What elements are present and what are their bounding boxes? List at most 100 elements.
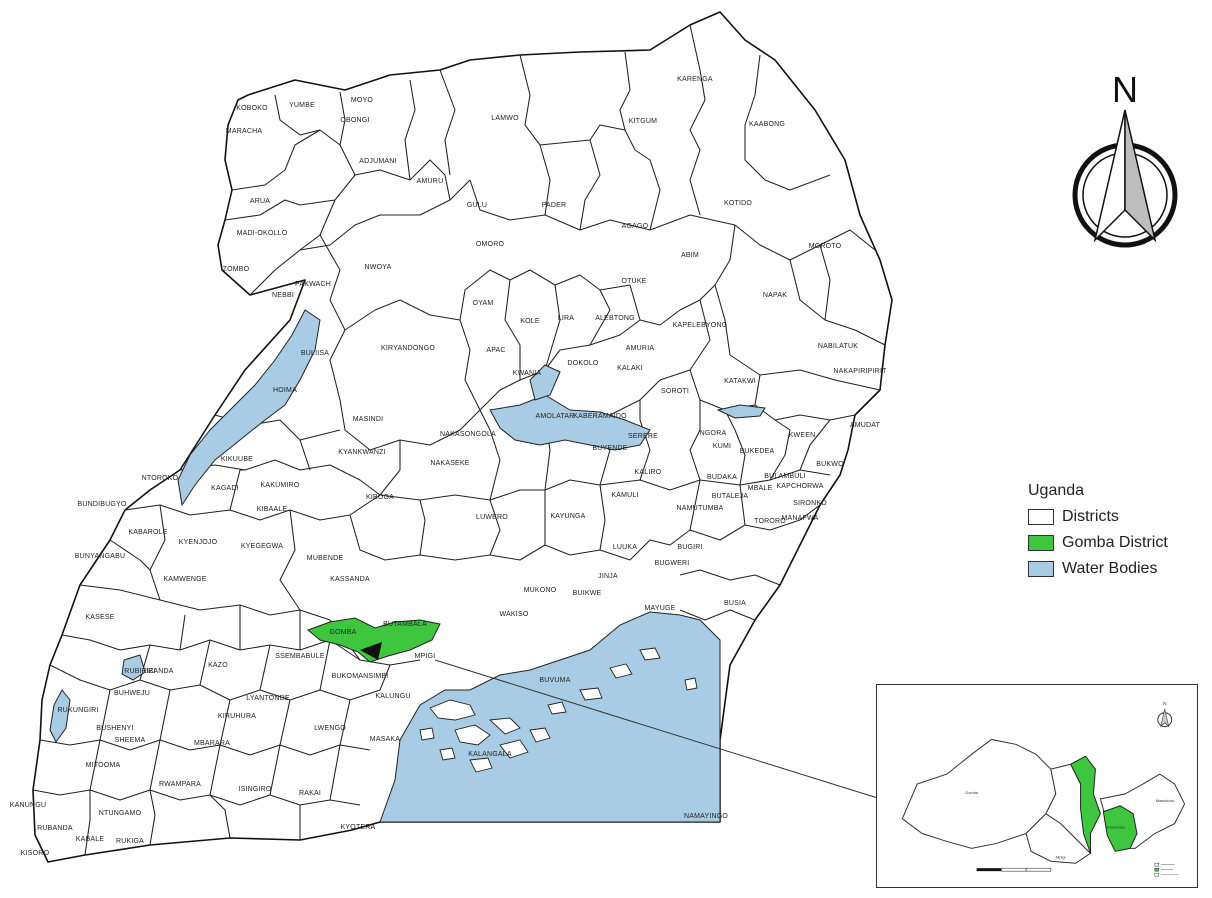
district-label: PAKWACH — [295, 281, 331, 288]
district-label: PADER — [542, 202, 567, 209]
lake-edward — [49, 689, 71, 743]
district-label: JINJA — [598, 573, 618, 580]
district-label: SERERE — [628, 433, 658, 440]
water-swatch — [1028, 561, 1054, 577]
district-label: YUMBE — [289, 102, 315, 109]
district-label: AMURU — [417, 178, 444, 185]
district-boundaries — [32, 24, 886, 856]
district-label: BUYENDE — [592, 445, 627, 452]
inset-label: Mawokota — [1156, 798, 1175, 803]
district-label: KOBOKO — [236, 105, 268, 112]
legend-item-districts: Districts — [1028, 504, 1208, 530]
district-label: KABERAMAIDO — [573, 413, 627, 420]
district-label: KASESE — [85, 614, 114, 621]
gomba-swatch — [1028, 535, 1054, 551]
district-label: MUBENDE — [307, 555, 344, 562]
district-label: RUKUNGIRI — [57, 707, 98, 714]
islands — [419, 647, 698, 773]
district-label: KALAKI — [617, 365, 643, 372]
district-label: BULAMBULI — [764, 473, 805, 480]
district-label: KWEEN — [789, 432, 816, 439]
district-label: KYENJOJO — [179, 539, 218, 546]
district-label: NAKAPIRIPIRIT — [833, 368, 887, 375]
district-label: KAABONG — [749, 121, 785, 128]
district-label: KAYUNGA — [550, 513, 585, 520]
district-label: BUKWO — [816, 461, 844, 468]
district-label: OBONGI — [340, 117, 369, 124]
district-label: ADJUMANI — [359, 158, 396, 165]
district-label: KAPELEBYONG — [673, 322, 728, 329]
district-label: KANUNGU — [10, 802, 46, 809]
district-label: KYOTERA — [341, 824, 376, 831]
legend-title: Uganda — [1028, 482, 1085, 499]
lake-victoria — [379, 611, 721, 823]
district-label: LYANTONDE — [246, 695, 290, 702]
district-label: KAZO — [208, 662, 228, 669]
district-label: BUTALEJA — [712, 493, 749, 500]
district-label: KALANGALA — [468, 751, 512, 758]
district-label: KOTIDO — [724, 200, 752, 207]
district-label: AMURIA — [626, 345, 655, 352]
district-label: NAKASEKE — [430, 460, 469, 467]
district-label: ALEBTONG — [595, 315, 635, 322]
lake-albert — [177, 309, 321, 507]
inset-label: Mpigi — [1056, 854, 1066, 859]
inset-north-label: N — [1163, 701, 1167, 707]
district-label: KUMI — [713, 443, 731, 450]
district-label: BUGIRI — [677, 544, 702, 551]
district-label: MASAKA — [370, 736, 401, 743]
district-label: KWANIA — [513, 370, 542, 377]
district-label: IBANDA — [146, 668, 173, 675]
district-label: BULIISA — [301, 350, 329, 357]
district-label: LWENGO — [314, 725, 346, 732]
district-label: KABAROLE — [128, 529, 167, 536]
district-label: GOMBA — [329, 629, 356, 636]
district-label: MARACHA — [226, 128, 263, 135]
district-label: RUKIGA — [116, 838, 144, 845]
district-label: NAPAK — [763, 292, 787, 299]
legend-label: Water Bodies — [1062, 560, 1158, 577]
district-label: KIBAALE — [257, 506, 288, 513]
district-label: NAMUTUMBA — [677, 505, 724, 512]
north-label: N — [1112, 69, 1138, 110]
district-label: WAKISO — [500, 611, 529, 618]
district-label: KARENGA — [677, 76, 713, 83]
lake-kyoga — [489, 394, 651, 451]
district-label: KASSANDA — [330, 576, 370, 583]
district-label: OTUKE — [621, 278, 646, 285]
district-label: BUNDIBUGYO — [77, 501, 126, 508]
district-label: NGORA — [700, 430, 727, 437]
district-label: LAMWO — [491, 115, 519, 122]
map-legend: Uganda Districts Gomba District Water Bo… — [1028, 482, 1208, 582]
district-label: KALUNGU — [375, 693, 410, 700]
district-label: KAMWENGE — [163, 576, 206, 583]
district-label: KAMULI — [611, 492, 638, 499]
district-label: KIBOGA — [366, 494, 394, 501]
district-label: OYAM — [473, 300, 494, 307]
district-label: BUDAKA — [707, 474, 737, 481]
district-label: NTOROKO — [142, 475, 179, 482]
district-label: KAGADI — [211, 485, 239, 492]
district-label: ABIM — [681, 252, 699, 259]
district-label: BUSHENYI — [96, 725, 133, 732]
district-label: MBALE — [748, 485, 773, 492]
district-label: KIKUUBE — [221, 456, 253, 463]
district-label: KIRYANDONGO — [381, 345, 435, 352]
district-label: MANAFWA — [782, 515, 819, 522]
inset-label: Gomba — [965, 790, 979, 795]
district-label: NEBBI — [272, 292, 294, 299]
district-label: LUWERO — [476, 514, 508, 521]
district-label: MPIGI — [415, 653, 436, 660]
district-label: MOROTO — [809, 243, 842, 250]
district-label: KISORO — [21, 850, 50, 857]
district-label: LUUKA — [613, 544, 637, 551]
district-label: RWAMPARA — [159, 781, 201, 788]
north-arrow: N — [1072, 69, 1178, 248]
inset-gomba-part-1 — [1070, 755, 1101, 854]
district-label: KIRUHURA — [218, 713, 256, 720]
district-label: KAKUMIRO — [261, 482, 300, 489]
study-area-marker — [360, 642, 382, 660]
district-label: RUBIRIZI — [124, 668, 156, 675]
legend-item-gomba: Gomba District — [1028, 530, 1208, 556]
